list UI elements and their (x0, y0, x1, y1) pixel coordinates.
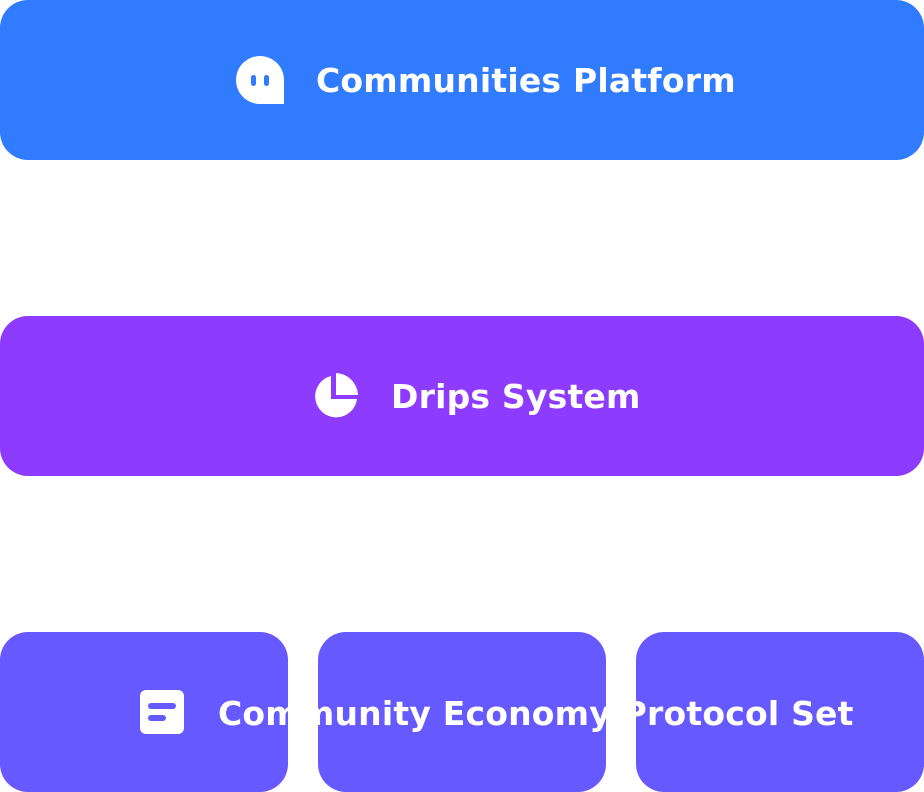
protocol-segment (636, 632, 924, 792)
protocol-segment (0, 632, 288, 792)
protocol-segment (318, 632, 606, 792)
communities-platform-block (0, 0, 924, 160)
drips-system-block (0, 316, 924, 476)
